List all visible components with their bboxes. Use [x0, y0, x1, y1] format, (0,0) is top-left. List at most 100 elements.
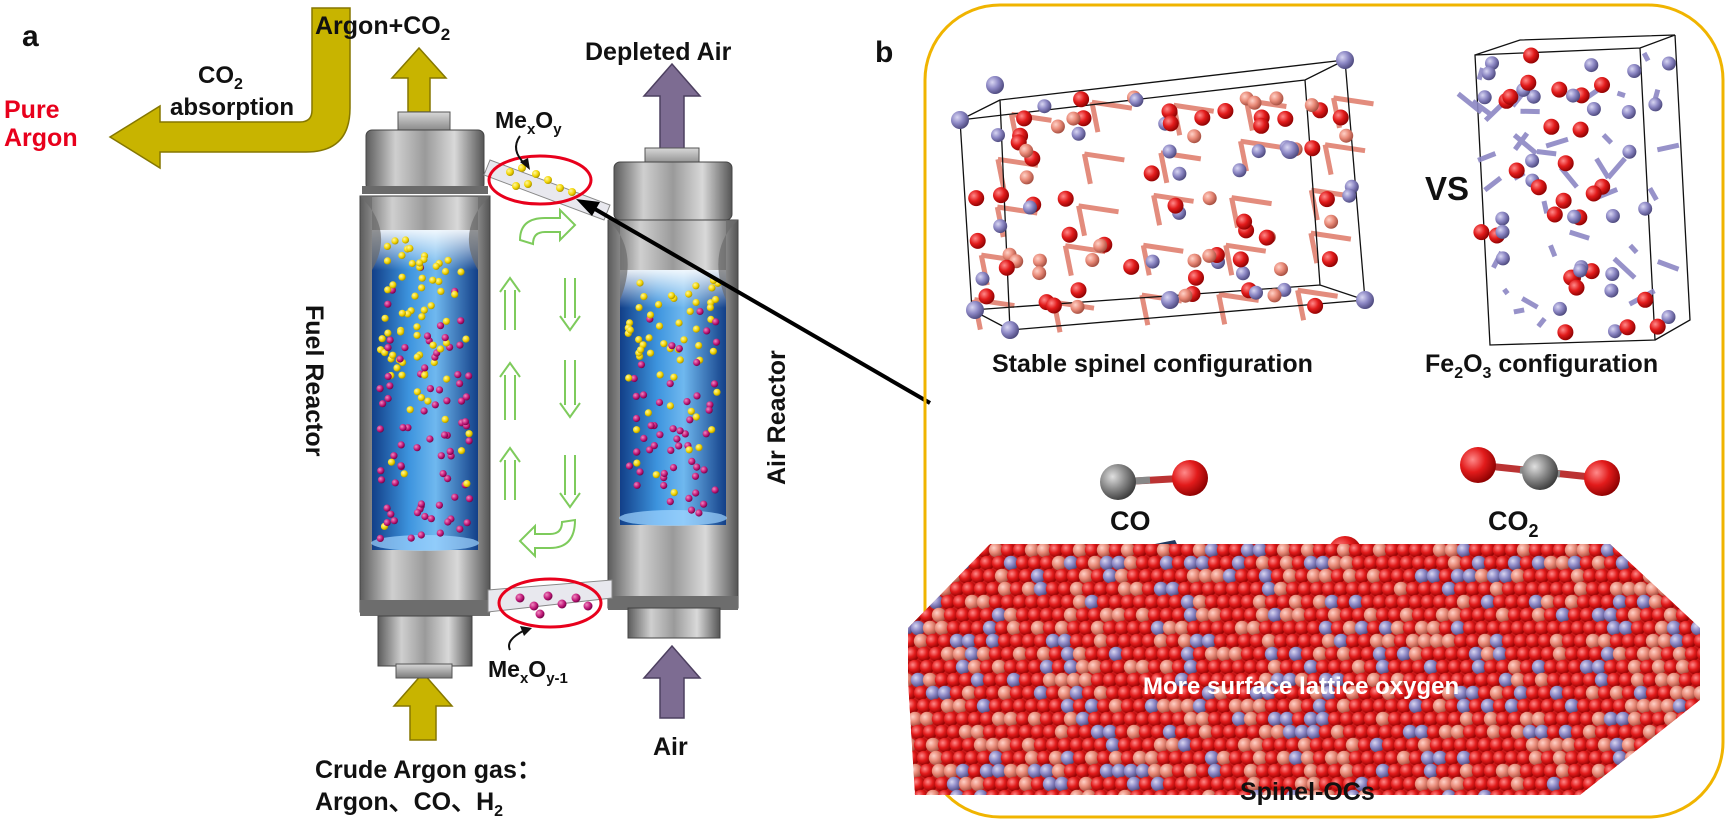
slab-atom [1552, 750, 1568, 766]
slab-atom [1372, 750, 1388, 766]
slab-atom [908, 544, 920, 558]
slab-atom [1273, 737, 1289, 753]
slab-atom [1075, 555, 1091, 571]
atom [978, 288, 995, 305]
slab-atom [952, 594, 968, 610]
slab-atom [1420, 750, 1436, 766]
slab-atom [1570, 724, 1586, 740]
slab-atom [1321, 581, 1337, 597]
slab-atom [1699, 659, 1700, 675]
slab-atom [1639, 763, 1655, 779]
slab-atom [1654, 672, 1670, 688]
atom [1573, 263, 1588, 278]
slab-atom [1408, 698, 1424, 714]
atom [1085, 253, 1100, 267]
reduced-carrier-highlight [497, 577, 603, 629]
atom [1162, 115, 1179, 132]
slab-atom [893, 543, 907, 557]
slab-atom [1102, 776, 1118, 792]
slab-atom [1405, 737, 1421, 753]
slab-atom [1546, 724, 1562, 740]
reduced-particle [456, 525, 464, 533]
slab-atom [1336, 594, 1352, 610]
oxidized-particle [692, 325, 701, 333]
reduced-particle [705, 406, 713, 414]
slab-atom [1675, 607, 1691, 623]
slab-atom [1057, 737, 1073, 753]
slab-atom [1612, 646, 1628, 662]
slab-atom [1027, 607, 1043, 623]
atom [1202, 191, 1217, 206]
atom [1050, 119, 1065, 134]
slab-atom [1513, 685, 1529, 701]
slab-atom [1138, 568, 1154, 584]
slab-atom [1111, 763, 1127, 779]
slab-atom [1510, 672, 1526, 688]
slab-atom [1696, 594, 1700, 610]
slab-atom [1588, 544, 1604, 558]
reduced-particle [637, 361, 646, 369]
slab-atom [1339, 763, 1355, 779]
slab-atom [878, 790, 892, 804]
slab-atom [1180, 698, 1196, 714]
slab-atom [1168, 750, 1184, 766]
slab-atom [1519, 763, 1535, 779]
slab-atom [1120, 646, 1136, 662]
bond [1641, 51, 1651, 62]
slab-atom [979, 659, 995, 675]
reduced-particle [692, 489, 700, 497]
slab-atom [908, 659, 923, 675]
slab-atom [1321, 789, 1337, 795]
slab-atom [1522, 672, 1538, 688]
air-in-label: Air [653, 733, 688, 761]
slab-atom [1222, 724, 1238, 740]
slab-atom [1060, 750, 1076, 766]
slab-atom [1297, 581, 1313, 597]
slab-atom [1525, 737, 1541, 753]
slab-atom [1423, 659, 1439, 675]
slab-atom [1324, 544, 1340, 558]
slab-atom [1102, 568, 1118, 584]
atom [1481, 66, 1496, 81]
slab-atom [1444, 698, 1460, 714]
slab-atom [1123, 555, 1139, 571]
atom [1167, 197, 1184, 214]
slab-atom [982, 568, 998, 584]
slab-atom [1564, 594, 1580, 610]
slab-atom [1378, 776, 1394, 792]
bond [1656, 142, 1680, 153]
slab-atom [955, 555, 971, 571]
slab-atom [1663, 711, 1679, 727]
spinel-slab [878, 543, 1700, 804]
slab-atom [1012, 646, 1028, 662]
slab-atom [961, 789, 977, 795]
slab-atom [1411, 659, 1427, 675]
metal-atom [986, 76, 1004, 94]
slab-atom [1108, 544, 1124, 558]
slab-atom [1063, 659, 1079, 675]
slab-atom [1195, 711, 1211, 727]
slab-atom [1564, 544, 1580, 558]
slab-atom [1366, 568, 1382, 584]
bond [1601, 133, 1614, 145]
slab-atom [973, 581, 989, 597]
slab-atom [943, 711, 959, 727]
slab-atom [1519, 607, 1535, 623]
slab-atom [1669, 633, 1685, 649]
slab-atom [1372, 544, 1388, 558]
slab-atom [1000, 594, 1016, 610]
slab-atom [1459, 607, 1475, 623]
bond [1243, 100, 1255, 132]
slab-atom [1516, 750, 1532, 766]
fuel-reactor-label: Fuel Reactor [300, 305, 328, 457]
slab-atom [1615, 607, 1631, 623]
slab-atom [1027, 555, 1043, 571]
slab-atom [1054, 672, 1070, 688]
slab-atom [922, 672, 938, 688]
slab-atom [910, 568, 926, 584]
oxidized-particle [708, 426, 716, 434]
slab-atom [1171, 763, 1187, 779]
slab-atom [1291, 659, 1307, 675]
slab-atom [1555, 607, 1571, 623]
slab-atom [1366, 672, 1382, 688]
